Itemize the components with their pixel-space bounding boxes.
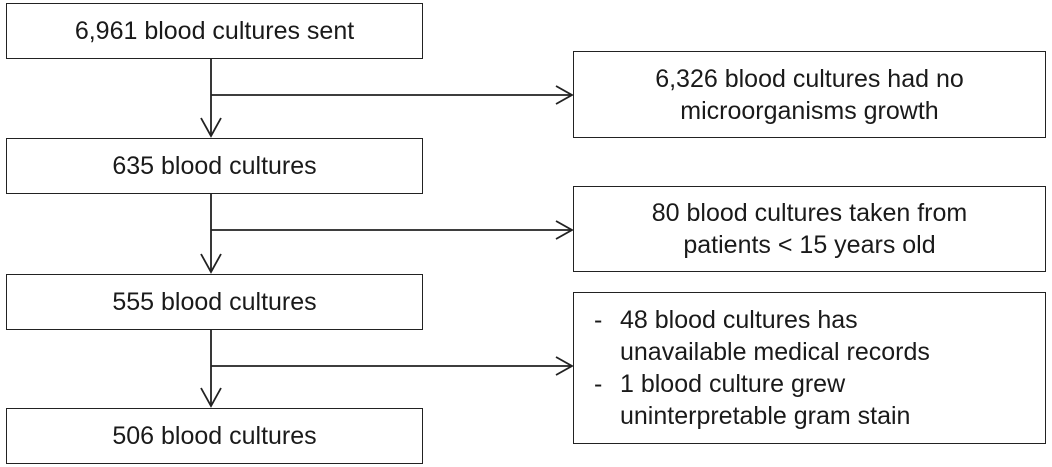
exclusion-bullet-item: - 48 blood cultures has unavailable medi… [594,304,930,368]
arrowhead-right-3 [555,356,574,376]
bullet-text: 48 blood cultures has unavailable medica… [620,304,930,368]
exclusion-bullet-list: - 48 blood cultures has unavailable medi… [594,304,930,432]
exclusion-text: 6,326 blood cultures had no microorganis… [655,63,964,127]
arrowhead-down-2 [200,253,222,274]
step-label: 6,961 blood cultures sent [74,17,355,45]
bullet-line: 1 blood culture grew [620,370,846,398]
arrowhead-down-1 [200,117,222,138]
exclusion-line: microorganisms growth [680,96,939,125]
bullet-dash: - [594,370,603,398]
exclusion-line: 80 blood cultures taken from [651,199,968,227]
exclusion-line: patients < 15 years old [683,231,936,259]
exclusion-text: 80 blood cultures taken from patients < … [652,197,967,261]
step-box-555-cultures: 555 blood cultures [6,274,423,330]
bullet-line: uninterpretable gram stain [620,402,911,430]
arrowhead-down-3 [200,387,222,408]
exclusion-bullet-item: - 1 blood culture grew uninterpretable g… [594,368,930,432]
exclusion-line: 6,326 blood cultures had no [655,64,964,93]
step-label: 506 blood cultures [112,422,317,450]
step-label: 635 blood cultures [112,152,317,180]
exclusion-box-under-15: 80 blood cultures taken from patients < … [573,186,1046,272]
step-box-635-cultures: 635 blood cultures [6,138,423,194]
bullet-line: unavailable medical records [620,338,930,366]
exclusion-box-no-growth: 6,326 blood cultures had no microorganis… [573,51,1046,138]
step-label: 555 blood cultures [112,288,317,316]
bullet-line: 48 blood cultures has [620,306,858,334]
step-box-blood-cultures-sent: 6,961 blood cultures sent [6,3,423,59]
exclusion-box-other-reasons: - 48 blood cultures has unavailable medi… [573,292,1046,444]
arrowhead-right-1 [555,85,574,105]
bullet-text: 1 blood culture grew uninterpretable gra… [620,368,910,432]
arrowhead-right-2 [555,220,574,240]
bullet-dash: - [594,306,603,334]
step-box-506-cultures: 506 blood cultures [6,408,423,464]
